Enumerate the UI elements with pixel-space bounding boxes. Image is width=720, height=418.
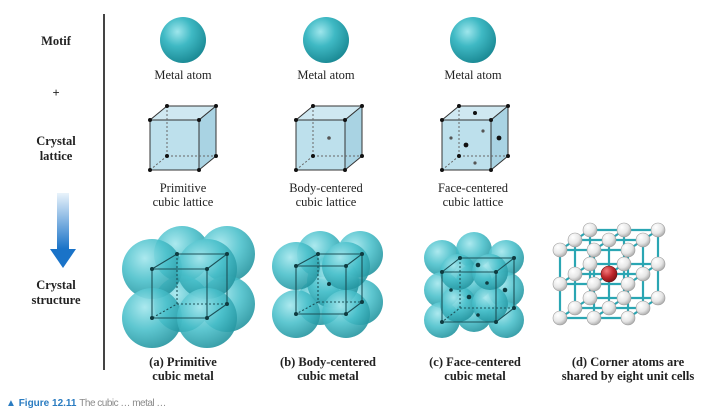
lattice-atom <box>567 300 583 316</box>
down-arrow-icon <box>50 193 76 268</box>
figure-caption: ▲ Figure 12.11 The cubic … metal … <box>6 398 166 409</box>
lattice-atom <box>567 232 583 248</box>
bcc-lattice-points <box>294 104 364 172</box>
lattice-atom <box>586 276 602 292</box>
lattice-label-fcc-line2: cubic lattice <box>442 195 504 209</box>
motif-label-1: Metal atom <box>154 68 212 82</box>
motif-atom-2 <box>303 17 349 63</box>
lattice-atom <box>601 232 617 248</box>
lattice-atom <box>616 290 632 306</box>
lattice-atom <box>552 242 568 258</box>
figure-caption-text: The cubic … metal … <box>79 398 166 409</box>
lattice-atom <box>635 266 651 282</box>
lattice-atom <box>620 310 636 326</box>
structure-label-d-line1: (d) Corner atoms are <box>571 355 685 369</box>
structure-label-c: (c) Face-centered cubic metal <box>405 355 545 383</box>
structure-label-c-line2: cubic metal <box>444 369 506 383</box>
label-crystal-lattice-line1: Crystal <box>36 134 76 148</box>
lattice-label-primitive-line2: cubic lattice <box>152 195 214 209</box>
label-crystal-structure-line2: structure <box>31 293 81 307</box>
lattice-atom <box>616 256 632 272</box>
lattice-atom <box>601 300 617 316</box>
structure-label-c-line1: (c) Face-centered <box>429 355 521 369</box>
shared-corner-atoms-model <box>552 222 666 326</box>
lattice-atom <box>567 266 583 282</box>
structure-label-d-line2: shared by eight unit cells <box>561 369 695 383</box>
structure-label-d: (d) Corner atoms are shared by eight uni… <box>540 355 716 383</box>
lattice-atom <box>620 242 636 258</box>
vertical-divider <box>103 14 105 370</box>
lattice-atom <box>582 256 598 272</box>
lattice-atom <box>650 222 666 238</box>
structure-label-a-line2: cubic metal <box>152 369 214 383</box>
lattice-atom <box>616 222 632 238</box>
primitive-lattice-points <box>148 104 218 172</box>
bcc-metal-model <box>272 231 383 338</box>
structure-label-b-line1: (b) Body-centered <box>280 355 376 369</box>
label-crystal-lattice-line2: lattice <box>39 149 73 163</box>
structure-label-b-line2: cubic metal <box>297 369 359 383</box>
label-crystal-structure-line1: Crystal <box>36 278 76 292</box>
bcc-lattice-diagram <box>294 104 364 172</box>
lattice-label-bcc-line2: cubic lattice <box>295 195 357 209</box>
lattice-label-fcc-line1: Face-centered <box>437 181 509 195</box>
motif-label-2: Metal atom <box>297 68 355 82</box>
fcc-lattice-points <box>440 104 510 172</box>
lattice-label-primitive-line1: Primitive <box>159 181 207 195</box>
lattice-atom <box>650 256 666 272</box>
shared-corner-atom <box>600 265 618 283</box>
structure-label-a-line1: (a) Primitive <box>149 355 217 369</box>
lattice-atom <box>552 276 568 292</box>
lattice-label-primitive: Primitive cubic lattice <box>123 181 243 209</box>
lattice-atom <box>586 310 602 326</box>
label-crystal-structure: Crystal structure <box>22 278 90 308</box>
label-plus: + <box>52 86 60 100</box>
lattice-label-bcc-line1: Body-centered <box>289 181 363 195</box>
figure-caption-marker-icon: ▲ <box>6 398 16 409</box>
motif-label-3: Metal atom <box>444 68 502 82</box>
lattice-label-bcc: Body-centered cubic lattice <box>266 181 386 209</box>
lattice-atom <box>620 276 636 292</box>
lattice-atom <box>582 222 598 238</box>
structure-label-a: (a) Primitive cubic metal <box>113 355 253 383</box>
lattice-atom <box>650 290 666 306</box>
structure-label-b: (b) Body-centered cubic metal <box>258 355 398 383</box>
primitive-cubic-metal-model <box>122 226 255 348</box>
figure-caption-number: Figure 12.11 <box>18 398 77 409</box>
motif-atom-1 <box>160 17 206 63</box>
lattice-atom <box>582 290 598 306</box>
lattice-label-fcc: Face-centered cubic lattice <box>413 181 533 209</box>
primitive-lattice-diagram <box>148 104 218 172</box>
fcc-metal-model <box>424 232 524 338</box>
lattice-atom <box>635 232 651 248</box>
motif-atom-3 <box>450 17 496 63</box>
lattice-atom <box>552 310 568 326</box>
label-motif: Motif <box>41 34 71 48</box>
label-crystal-lattice: Crystal lattice <box>22 134 90 164</box>
lattice-atom <box>586 242 602 258</box>
lattice-atom <box>635 300 651 316</box>
